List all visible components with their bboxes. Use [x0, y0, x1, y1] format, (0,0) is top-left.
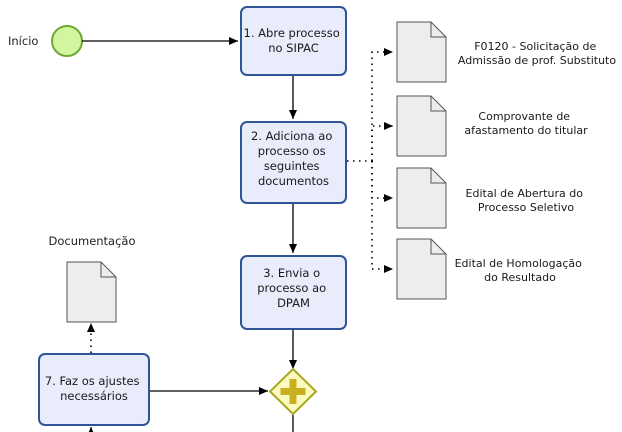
data-object-edital-homologacao[interactable]: [396, 238, 447, 300]
task-faz-ajustes-label: 7. Faz os ajustes necessários: [45, 374, 143, 403]
data-object-comprovante[interactable]: [396, 95, 447, 157]
parallel-gateway[interactable]: [268, 367, 318, 416]
task-adiciona-documentos-label: 2. Adiciona ao processo os seguintes doc…: [251, 129, 336, 188]
association-doc4: [371, 161, 393, 273]
data-object-edital-abertura-label: Edital de Abertura do Processo Seletivo: [466, 187, 587, 214]
data-object-f0120[interactable]: [396, 21, 447, 83]
start-event[interactable]: [51, 25, 83, 57]
data-object-edital-abertura[interactable]: [396, 167, 447, 229]
data-object-comprovante-label: Comprovante de afastamento do titular: [464, 110, 588, 137]
task-faz-ajustes[interactable]: [38, 353, 150, 426]
association-doc1: [371, 48, 393, 161]
start-event-label: Início: [8, 34, 38, 48]
task-abre-processo[interactable]: [240, 6, 347, 76]
task-abre-processo-label: 1. Abre processo no SIPAC: [244, 26, 344, 55]
task-envia-processo-label: 3. Envia o processo ao DPAM: [257, 266, 330, 310]
data-object-f0120-label: F0120 - Solicitação de Admissão de prof.…: [458, 40, 616, 67]
task-envia-processo[interactable]: [240, 255, 347, 330]
association-doc2: [371, 122, 393, 161]
data-object-documentacao[interactable]: [66, 261, 117, 323]
data-object-edital-homologacao-label: Edital de Homologação do Resultado: [455, 257, 586, 284]
data-associations: [87, 48, 393, 353]
association-doc3: [371, 161, 393, 202]
task-adiciona-documentos[interactable]: [240, 121, 347, 204]
documentacao-label: Documentação: [48, 234, 135, 248]
